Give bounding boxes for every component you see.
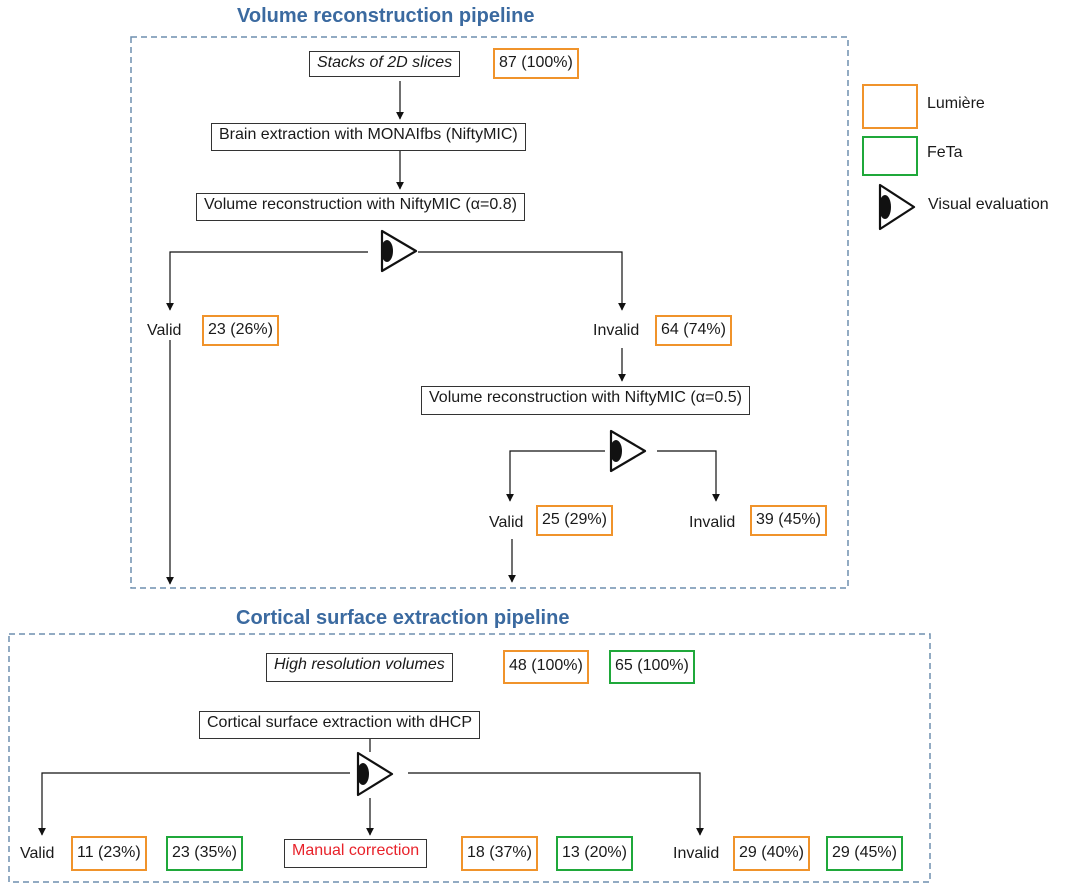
manual-correction-box: Manual correction	[284, 839, 428, 868]
eye-icon	[354, 750, 396, 798]
lumiere-count-invalid-2: 39 (45%)	[750, 505, 827, 536]
invalid-label-1: Invalid	[593, 322, 640, 339]
volume-section-frame	[130, 36, 849, 589]
invalid-label-2: Invalid	[689, 514, 736, 531]
input-stacks-box: Stacks of 2D slices	[309, 51, 461, 77]
cortical-section-title: Cortical surface extraction pipeline	[236, 607, 570, 629]
volume-recon-step-08: Volume reconstruction with NiftyMIC (α=0…	[196, 193, 525, 221]
brain-extraction-step: Brain extraction with MONAIfbs (NiftyMIC…	[211, 123, 526, 151]
valid-label-1: Valid	[147, 322, 182, 339]
lumiere-count-input: 87 (100%)	[493, 48, 579, 79]
lumiere-count-invalid-cortical: 29 (40%)	[733, 836, 810, 871]
legend-feta-label: FeTa	[927, 144, 963, 161]
legend-feta-swatch	[862, 136, 918, 176]
cortical-section-frame	[8, 633, 931, 883]
eye-icon	[378, 228, 420, 274]
lumiere-count-manual: 18 (37%)	[461, 836, 538, 871]
feta-count-valid-cortical: 23 (35%)	[166, 836, 243, 871]
eye-icon	[607, 428, 649, 474]
volume-recon-step-05: Volume reconstruction with NiftyMIC (α=0…	[421, 386, 750, 415]
lumiere-count-invalid-1: 64 (74%)	[655, 315, 732, 346]
branch-invalid-cortical	[408, 772, 704, 836]
legend-lumiere-swatch	[862, 84, 918, 129]
legend-lumiere-label: Lumière	[927, 95, 985, 112]
legend-visual-label: Visual evaluation	[928, 196, 1049, 213]
branch-valid-2	[506, 450, 605, 502]
feta-count-invalid-cortical: 29 (45%)	[826, 836, 903, 871]
high-res-volumes-box: High resolution volumes	[266, 653, 453, 682]
lumiere-count-input-cortical: 48 (100%)	[503, 650, 589, 684]
lumiere-count-valid-2: 25 (29%)	[536, 505, 613, 536]
branch-invalid-1	[418, 251, 626, 311]
valid-label-2: Valid	[489, 514, 524, 531]
branch-valid-cortical	[38, 772, 350, 836]
branch-invalid-2	[657, 450, 720, 502]
cortical-extraction-step: Cortical surface extraction with dHCP	[199, 711, 480, 739]
branch-valid-1	[166, 251, 368, 311]
lumiere-count-valid-cortical: 11 (23%)	[71, 836, 147, 871]
feta-count-manual: 13 (20%)	[556, 836, 633, 871]
eye-icon	[876, 182, 918, 232]
invalid-label-cortical: Invalid	[673, 845, 720, 862]
feta-count-input-cortical: 65 (100%)	[609, 650, 695, 684]
valid-label-cortical: Valid	[20, 845, 55, 862]
volume-section-title: Volume reconstruction pipeline	[237, 5, 535, 27]
lumiere-count-valid-1: 23 (26%)	[202, 315, 279, 346]
